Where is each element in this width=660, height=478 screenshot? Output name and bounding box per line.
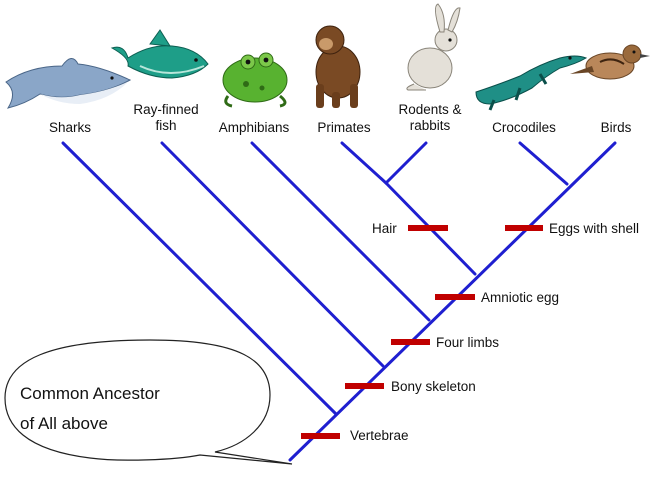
callout-line-1: Common Ancestor	[20, 380, 160, 407]
branch-crocodiles	[520, 143, 567, 184]
trait-label-amniotic-egg: Amniotic egg	[481, 290, 559, 306]
branch-rodents-rabbits	[386, 143, 426, 183]
branch-amphibians	[252, 143, 429, 320]
fish-icon	[112, 30, 208, 78]
branch-primates	[342, 143, 386, 183]
callout-line-2: of All above	[20, 410, 108, 437]
branch-ray-finned-fish	[162, 143, 383, 366]
taxon-label-crocodiles: Crocodiles	[492, 120, 556, 136]
taxon-label-amphibians: Amphibians	[219, 120, 290, 136]
taxon-label-primates: Primates	[317, 120, 370, 136]
branch-spine	[290, 143, 615, 460]
frog-icon	[223, 53, 287, 106]
bird-icon	[570, 45, 650, 79]
trait-label-eggs-with-shell: Eggs with shell	[549, 221, 639, 237]
trait-label-four-limbs: Four limbs	[436, 335, 499, 351]
taxon-label-ray-finned-fish: Ray-finned fish	[126, 102, 206, 134]
taxon-label-birds: Birds	[601, 120, 632, 136]
crocodile-icon	[476, 56, 586, 110]
trait-label-bony-skeleton: Bony skeleton	[391, 379, 476, 395]
primate-icon	[316, 26, 360, 108]
trait-label-vertebrae: Vertebrae	[350, 428, 409, 444]
taxon-label-rodents-rabbits: Rodents & rabbits	[390, 102, 470, 134]
rabbit-icon	[407, 4, 460, 90]
trait-label-hair: Hair	[372, 221, 397, 237]
taxon-label-sharks: Sharks	[49, 120, 91, 136]
shark-icon	[6, 58, 130, 108]
